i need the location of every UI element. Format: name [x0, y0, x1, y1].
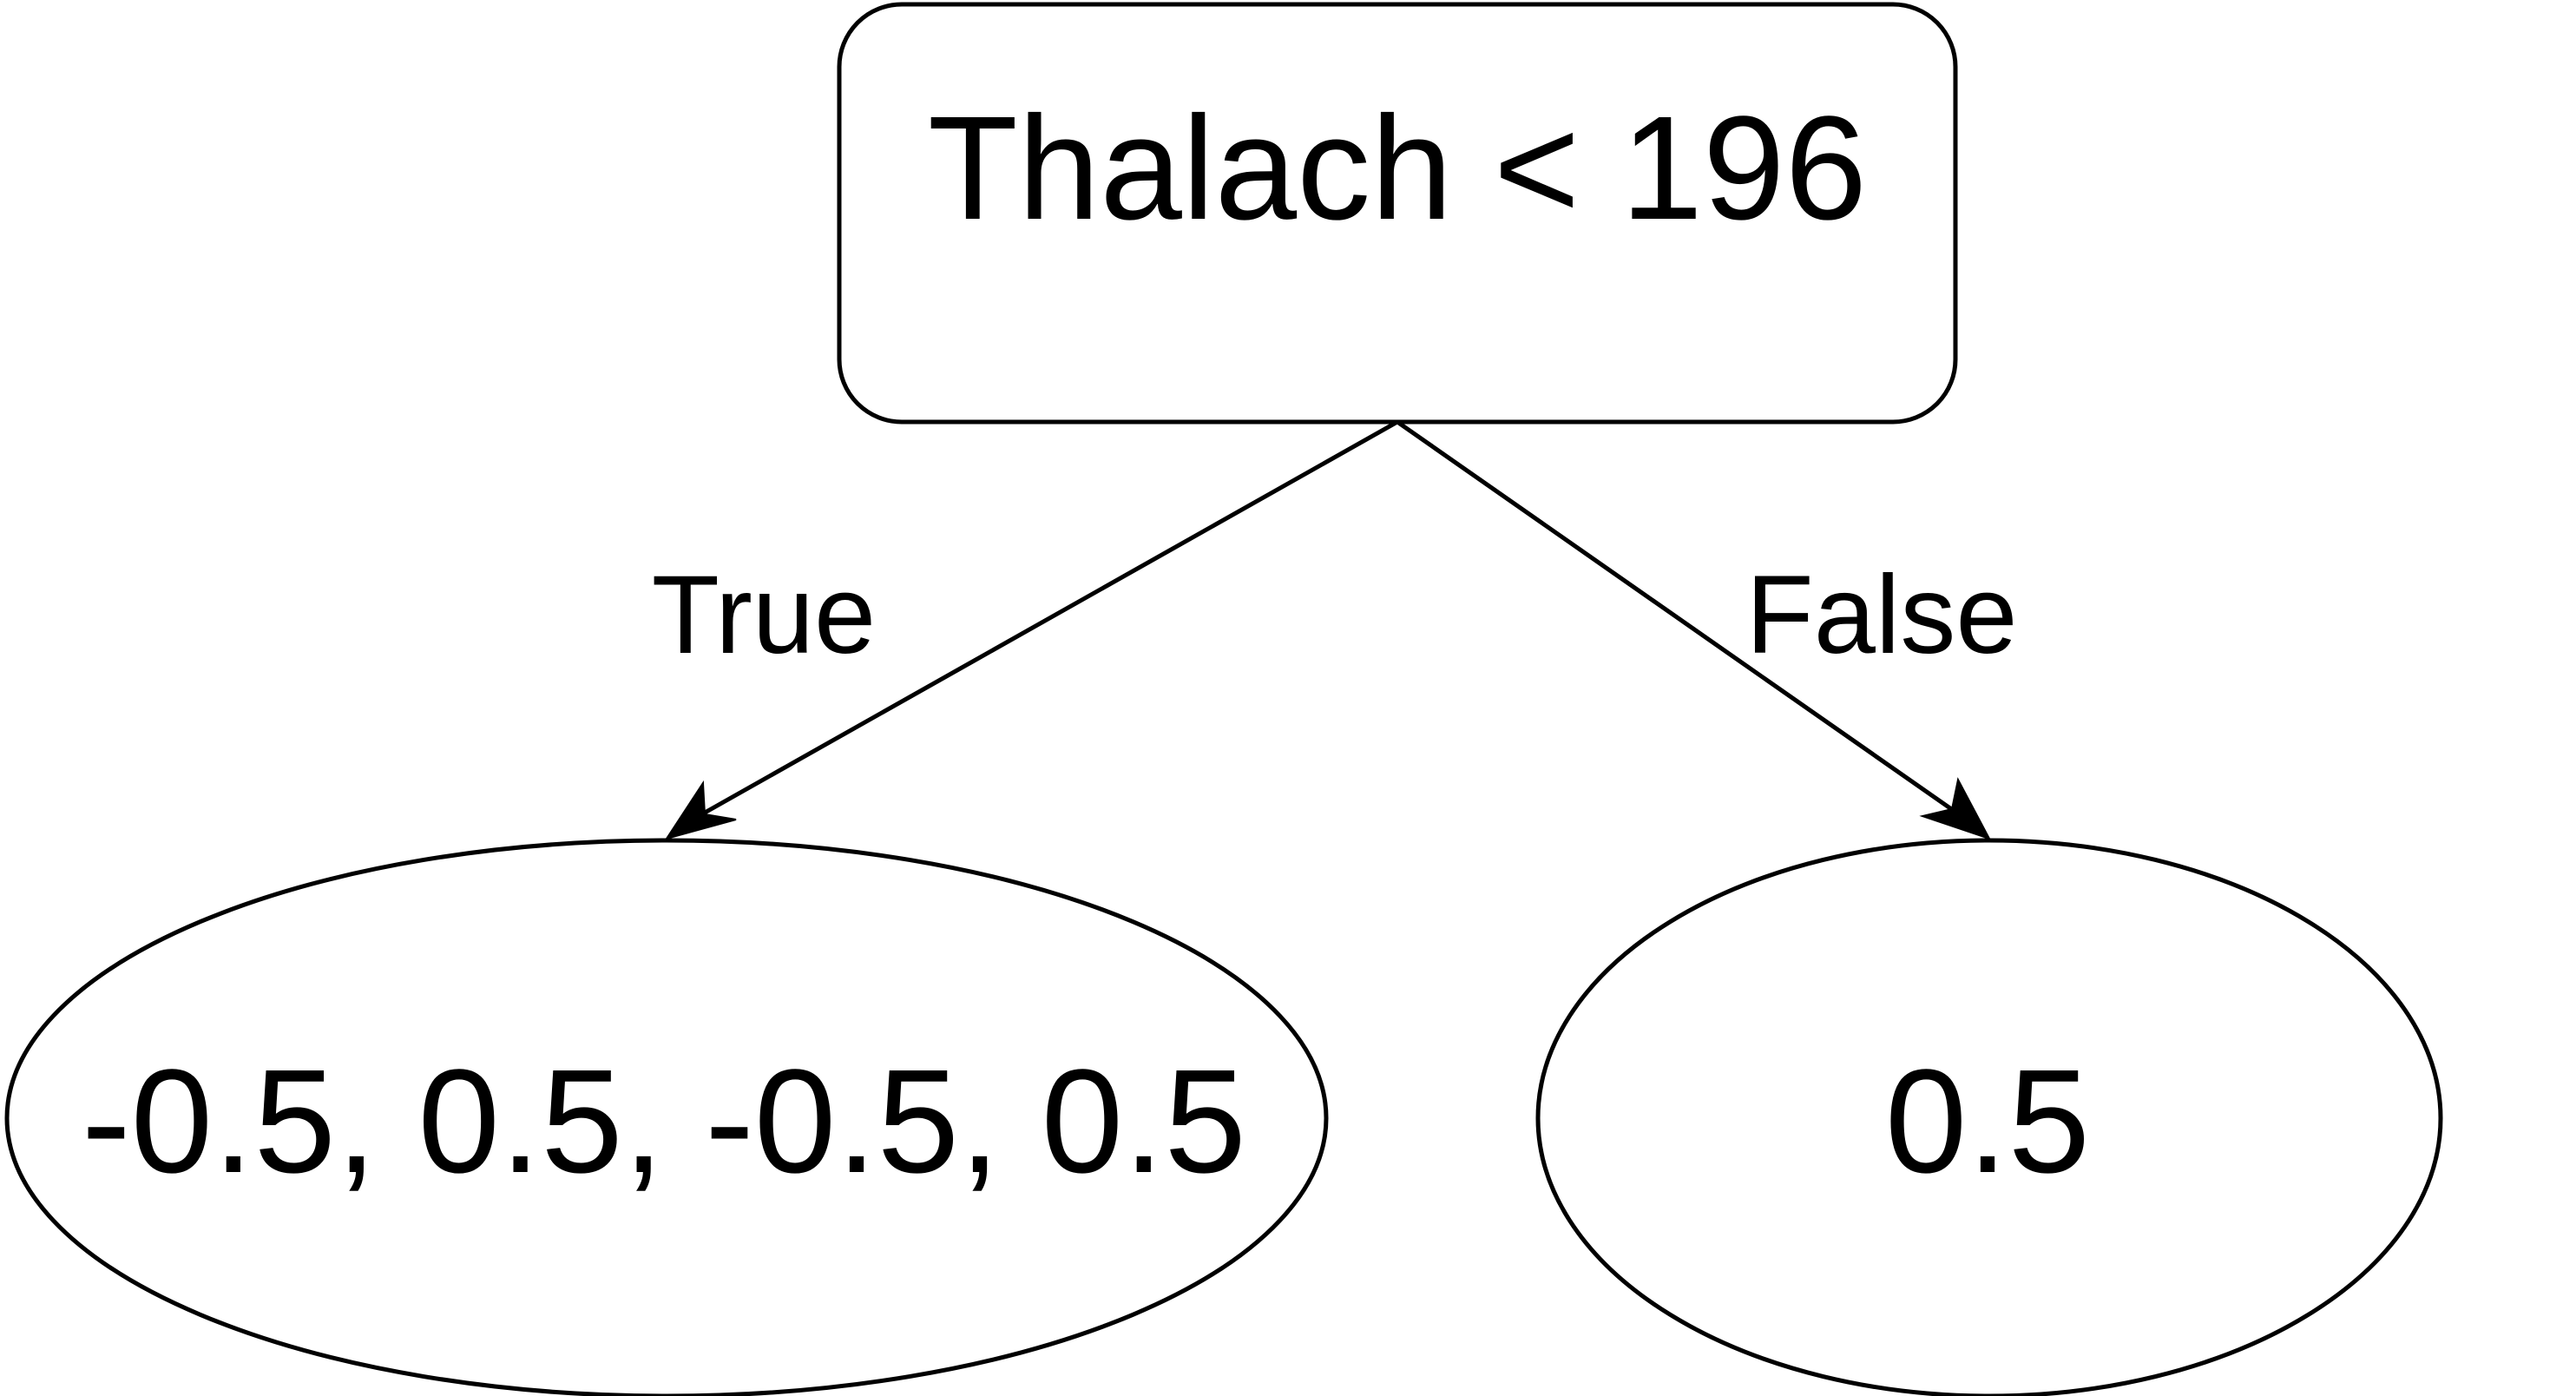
true-edge-arrowhead	[664, 780, 737, 840]
true-edge: True	[652, 419, 1399, 840]
right-leaf-ellipse	[1535, 838, 2443, 1396]
left-leaf-node: -0.5, 0.5, -0.5, 0.5	[4, 838, 1329, 1396]
false-edge-label: False	[1746, 553, 2018, 677]
right-leaf-label: 0.5	[1885, 1039, 2090, 1204]
right-leaf-node: 0.5	[1535, 838, 2443, 1396]
left-leaf-label: -0.5, 0.5, -0.5, 0.5	[82, 1039, 1246, 1204]
true-edge-label: True	[652, 553, 876, 677]
true-edge-line	[697, 419, 1399, 819]
root-node: Thalach < 196	[837, 2, 1958, 425]
left-leaf-ellipse	[4, 838, 1329, 1396]
false-edge-line	[1396, 419, 1961, 817]
false-edge-arrowhead	[1919, 777, 1992, 840]
root-node-label: Thalach < 196	[928, 86, 1867, 251]
false-edge: False	[1396, 419, 2018, 840]
